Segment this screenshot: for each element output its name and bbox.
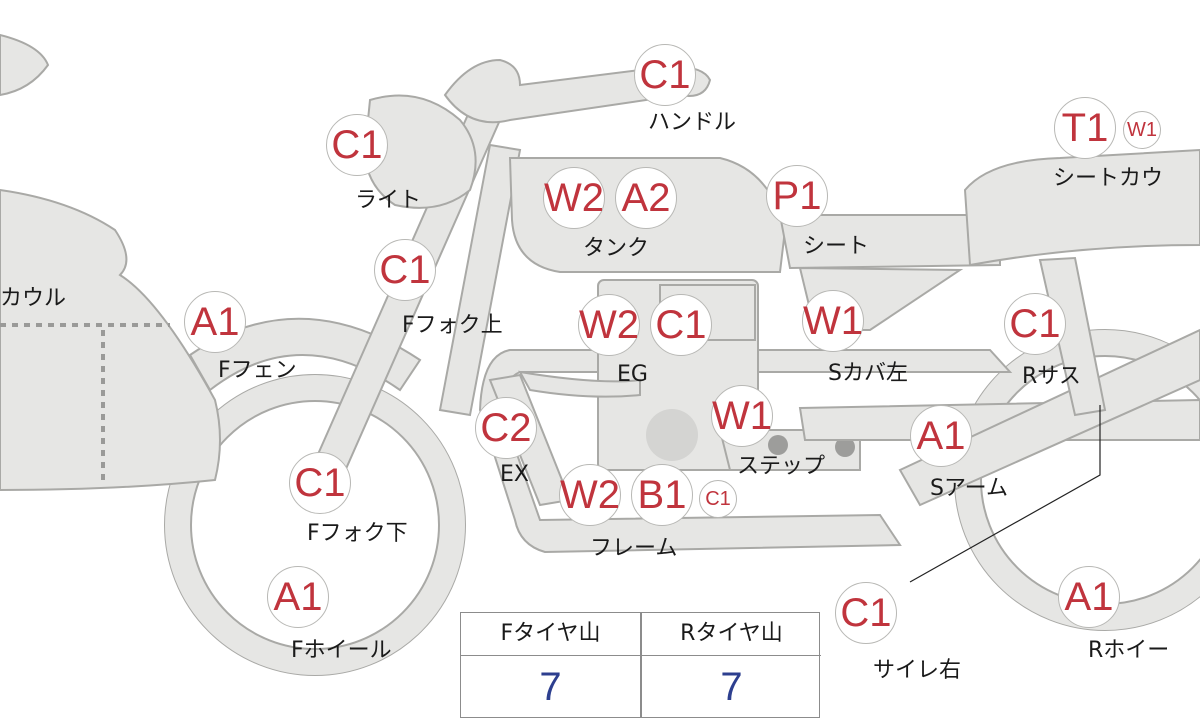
- s-arm-label: Sアーム: [930, 476, 1008, 501]
- tank-label: タンク: [583, 236, 650, 261]
- f-wheel-label: Fホイール: [291, 638, 392, 663]
- mirror-label: サイレ右: [873, 658, 962, 683]
- table-divider: [640, 613, 642, 717]
- ex-label: EX: [500, 462, 529, 487]
- r-wheel-label: Rホイー: [1088, 638, 1170, 663]
- tyre-tread-table: Fタイヤ山 7 Rタイヤ山 7: [460, 612, 821, 718]
- front-tyre-value[interactable]: 7: [539, 665, 562, 709]
- r-sus-badge[interactable]: C1: [1004, 293, 1066, 355]
- rear-sus-shape: [1038, 256, 1107, 417]
- rear-tyre-column: Rタイヤ山 7: [642, 613, 821, 717]
- front-wheel-shape: [164, 374, 466, 676]
- f-fender-label: Fフェン: [218, 358, 297, 383]
- engine-badge-2[interactable]: C1: [650, 294, 712, 356]
- step-left-knob: [768, 435, 788, 455]
- handle-label: ハンドル: [648, 110, 737, 135]
- front-tyre-column: Fタイヤ山 7: [461, 613, 640, 717]
- f-fork-up-label: Fフォク上: [402, 313, 503, 338]
- f-fork-low-badge[interactable]: C1: [289, 452, 351, 514]
- seat-shape: [778, 214, 1001, 270]
- step-label: ステップ: [737, 454, 826, 479]
- frame-badge-3[interactable]: C1: [699, 480, 737, 518]
- step-right-knob: [835, 437, 855, 457]
- f-fork-low-label: Fフォク下: [307, 521, 408, 546]
- headlight-shape: [363, 94, 477, 209]
- seat-cowl-label: シートカウ: [1053, 166, 1164, 191]
- tank-badge-1[interactable]: W2: [543, 167, 605, 229]
- engine-label: EG: [617, 362, 648, 387]
- frame-label: フレーム: [590, 536, 678, 561]
- s-cover-badge[interactable]: W1: [802, 290, 864, 352]
- s-cover-label: Sカバ左: [828, 361, 908, 386]
- mirror-leader-line: [909, 405, 1101, 583]
- seat-label: シート: [803, 234, 870, 259]
- front-tyre-header: Fタイヤ山: [461, 613, 640, 656]
- engine-badge-1[interactable]: W2: [578, 294, 640, 356]
- rear-tyre-value[interactable]: 7: [720, 665, 743, 709]
- seat-cowl-badge-1[interactable]: T1: [1054, 97, 1116, 159]
- cowl-shape: [0, 188, 221, 492]
- r-sus-label: Rサス: [1022, 364, 1081, 389]
- exhaust-pipe-shape: [518, 370, 641, 398]
- cowl-top-shape: [0, 33, 50, 97]
- mirror-badge[interactable]: C1: [835, 582, 897, 644]
- frame-badge-2[interactable]: B1: [631, 464, 693, 526]
- seat-cowl-shape: [963, 148, 1200, 267]
- frame-badge-1[interactable]: W2: [559, 464, 621, 526]
- ex-badge[interactable]: C2: [475, 397, 537, 459]
- cowl-label: カウル: [0, 286, 67, 311]
- rear-tyre-header: Rタイヤ山: [642, 613, 821, 656]
- s-arm-badge[interactable]: A1: [910, 405, 972, 467]
- seat-badge[interactable]: P1: [766, 165, 828, 227]
- f-fork-up-badge[interactable]: C1: [374, 239, 436, 301]
- step-badge[interactable]: W1: [711, 385, 773, 447]
- light-label: ライト: [355, 188, 422, 213]
- tank-badge-2[interactable]: A2: [615, 167, 677, 229]
- seat-cowl-badge-2[interactable]: W1: [1123, 111, 1161, 149]
- swing-arm-lower-shape: [898, 328, 1200, 507]
- f-wheel-badge[interactable]: A1: [267, 566, 329, 628]
- engine-cover-shape: [646, 409, 698, 461]
- f-fender-badge[interactable]: A1: [184, 291, 246, 353]
- front-fender-shape: [188, 317, 422, 392]
- light-badge[interactable]: C1: [326, 114, 388, 176]
- handle-badge[interactable]: C1: [634, 44, 696, 106]
- r-wheel-badge[interactable]: A1: [1058, 566, 1120, 628]
- fork-rear-shape: [438, 143, 522, 417]
